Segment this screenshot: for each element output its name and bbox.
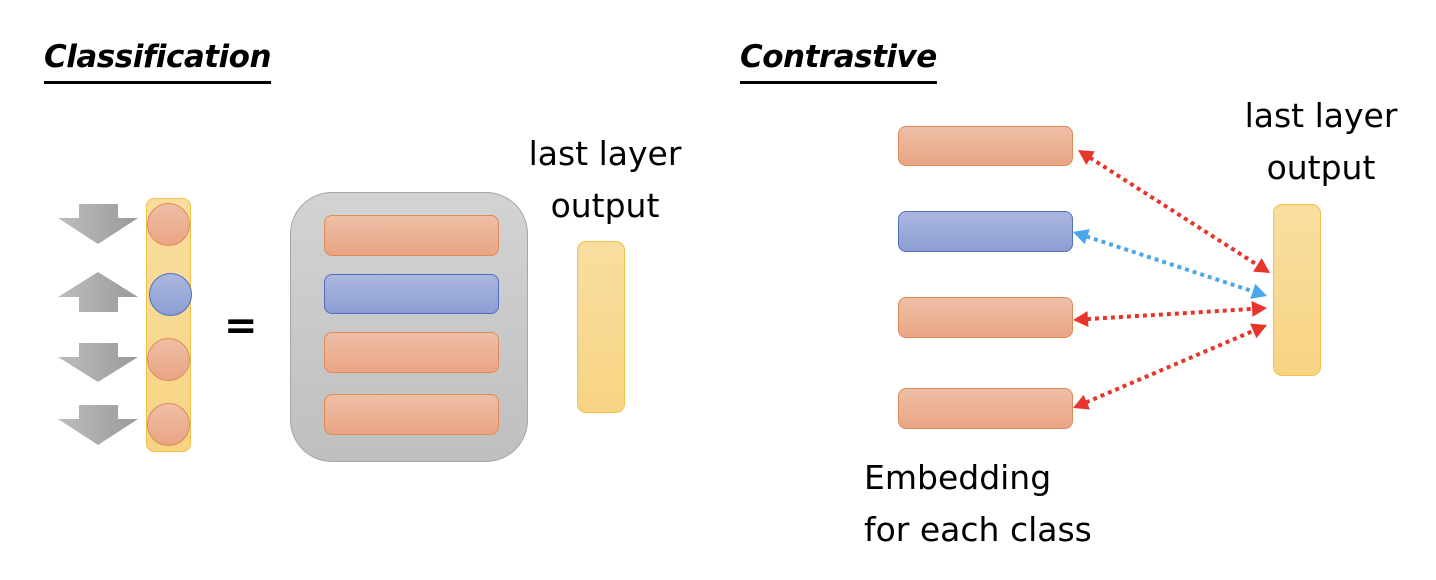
neuron-positive — [149, 273, 192, 316]
classification-output-label: last layer output — [520, 128, 690, 232]
down-arrow-icon — [58, 343, 138, 382]
contrastive-title: Contrastive — [740, 42, 937, 84]
up-arrow-icon — [58, 272, 138, 312]
embedding-label-line1: Embedding — [864, 458, 1052, 497]
arrowhead-icon — [1250, 283, 1267, 299]
embedding-negative — [898, 297, 1073, 338]
negative-connection — [1085, 328, 1255, 405]
arrowhead-icon — [1250, 323, 1267, 339]
weight-row-positive — [324, 274, 499, 314]
classification-output-vector — [577, 241, 625, 413]
equals-sign: = — [224, 303, 258, 349]
contrastive-output-label: last layer output — [1236, 90, 1406, 194]
arrowhead-icon — [1073, 311, 1089, 328]
neuron-negative — [147, 403, 190, 446]
embedding-label-line2: for each class — [864, 510, 1092, 549]
arrowhead-icon — [1073, 229, 1090, 245]
embedding-label: Embedding for each class — [864, 452, 1092, 556]
weight-row-negative — [324, 215, 499, 256]
neuron-negative — [147, 338, 190, 381]
embedding-negative — [898, 126, 1073, 166]
down-arrow-icon — [58, 405, 138, 445]
contrastive-output-vector — [1273, 204, 1321, 376]
arrowhead-icon — [1251, 300, 1267, 317]
negative-connection — [1086, 306, 1254, 322]
output-label-line1: last layer — [528, 134, 682, 173]
positive-connection — [1085, 234, 1255, 294]
weight-row-negative — [324, 332, 499, 373]
classification-title: Classification — [44, 42, 272, 84]
arrowhead-icon — [1253, 258, 1270, 273]
down-arrow-icon — [58, 204, 138, 244]
output-label-line1: last layer — [1244, 96, 1398, 135]
arrowhead-icon — [1073, 394, 1090, 410]
weight-row-negative — [324, 394, 499, 435]
arrowhead-icon — [1078, 150, 1095, 165]
output-label-line2: output — [550, 186, 660, 225]
output-label-line2: output — [1266, 148, 1376, 187]
embedding-positive — [898, 211, 1073, 252]
negative-connection — [1088, 155, 1260, 268]
neuron-negative — [147, 203, 190, 246]
embedding-negative — [898, 388, 1073, 429]
